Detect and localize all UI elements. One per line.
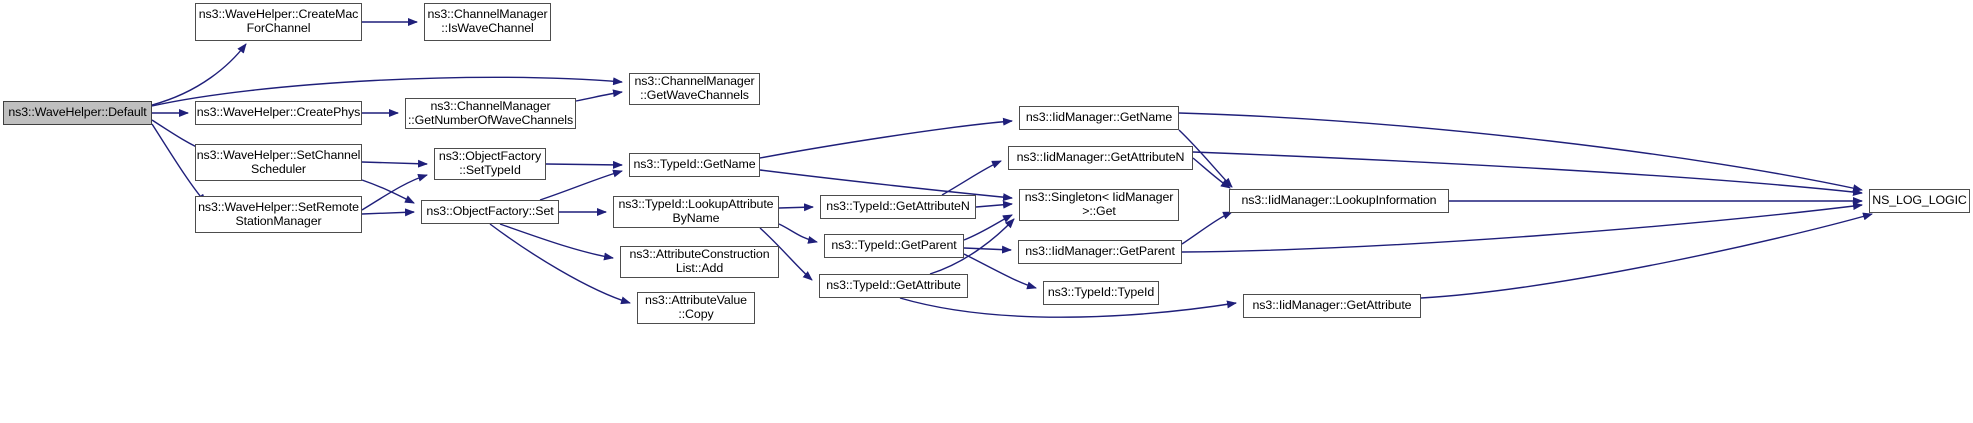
edge-typeidgetparent-to-typeidtypeid [963,253,1037,290]
graph-node-singleton[interactable]: ns3::Singleton< IidManager >::Get [1019,189,1179,221]
edge-getnumwave-to-getwavechan [575,89,623,102]
graph-node-lookupinfo[interactable]: ns3::IidManager::LookupInformation [1229,189,1449,213]
graph-node-label: ns3::ChannelManager ::IsWaveChannel [427,7,548,35]
edge-setremotestation-to-settypeid [361,173,428,211]
graph-node-label: ns3::TypeId::GetName [633,157,756,172]
graph-node-setchannelsched[interactable]: ns3::WaveHelper::SetChannel Scheduler [195,144,362,181]
graph-node-label: ns3::IidManager::GetParent [1025,244,1175,259]
graph-node-getwavechan[interactable]: ns3::ChannelManager ::GetWaveChannels [629,73,760,105]
edge-typeidgetattrn-to-iidgetattrn [941,160,1002,196]
graph-node-label: ns3::ChannelManager ::GetWaveChannels [634,74,755,102]
edge-typeidgetparent-to-singleton [963,214,1013,241]
edge-default-to-createmac [151,43,247,106]
graph-node-createphys[interactable]: ns3::WaveHelper::CreatePhys [195,101,362,125]
graph-node-label: ns3::TypeId::GetAttributeN [826,199,970,214]
graph-node-iidgetparent[interactable]: ns3::IidManager::GetParent [1018,240,1182,264]
graph-node-label: ns3::IidManager::LookupInformation [1241,193,1437,208]
graph-node-label: ns3::IidManager::GetAttributeN [1016,150,1185,165]
graph-node-label: ns3::ObjectFactory::Set [426,204,554,219]
graph-node-typeidtypeid[interactable]: ns3::TypeId::TypeId [1043,281,1159,305]
edge-iidgetparent-to-lookupinfo [1181,211,1233,245]
graph-node-label: ns3::IidManager::GetAttribute [1252,298,1412,313]
edge-typeidgetname-to-singleton [759,169,1013,202]
graph-node-createmac[interactable]: ns3::WaveHelper::CreateMac ForChannel [195,3,362,41]
graph-node-typeidgetname[interactable]: ns3::TypeId::GetName [629,153,760,177]
graph-node-label: ns3::WaveHelper::SetChannel Scheduler [196,147,361,176]
graph-node-typeidgetparent[interactable]: ns3::TypeId::GetParent [824,234,964,258]
edge-iidgetattrn-to-lookupinfo [1192,157,1231,189]
graph-node-label: ns3::TypeId::GetAttribute [826,278,961,293]
graph-node-label: ns3::TypeId::TypeId [1047,285,1155,300]
graph-node-setremotestation[interactable]: ns3::WaveHelper::SetRemote StationManage… [195,196,362,233]
graph-node-objfactoryset[interactable]: ns3::ObjectFactory::Set [421,200,559,224]
graph-node-label: ns3::WaveHelper::SetRemote StationManage… [198,199,359,228]
edge-lookupattrname-to-typeidgetattr [759,227,813,281]
graph-node-label: ns3::TypeId::LookupAttribute ByName [618,197,774,225]
edge-objfactoryset-to-typeidgetname [539,169,623,201]
edge-objfactoryset-to-attrconstlist [499,223,614,261]
edge-iidgetparent-to-nsloglogic [1181,202,1863,253]
graph-node-iidgetattr[interactable]: ns3::IidManager::GetAttribute [1243,294,1421,318]
edge-typeidgetparent-to-iidgetparent [963,245,1012,254]
edge-typeidgetname-to-iidgetname [759,117,1013,159]
graph-node-lookupattrname[interactable]: ns3::TypeId::LookupAttribute ByName [613,196,779,228]
graph-node-iidgetname[interactable]: ns3::IidManager::GetName [1019,106,1179,130]
graph-node-default[interactable]: ns3::WaveHelper::Default [3,101,152,125]
edge-typeidgetattr-to-singleton [929,218,1015,275]
graph-node-label: ns3::Singleton< IidManager >::Get [1024,190,1174,218]
edge-iidgetattrn-to-nsloglogic [1192,151,1863,196]
graph-node-label: NS_LOG_LOGIC [1872,193,1967,208]
graph-node-label: ns3::AttributeValue ::Copy [645,293,747,321]
edge-lookupattrname-to-typeidgetparent [778,223,818,244]
graph-node-settypeid[interactable]: ns3::ObjectFactory ::SetTypeId [434,148,546,180]
edge-objfactoryset-to-attrvaluecopy [489,223,631,305]
graph-node-label: ns3::IidManager::GetName [1025,110,1173,125]
edge-setremotestation-to-objfactoryset [361,208,415,217]
graph-node-label: ns3::AttributeConstruction List::Add [629,247,770,275]
graph-node-nsloglogic[interactable]: NS_LOG_LOGIC [1869,189,1970,213]
graph-node-label: ns3::WaveHelper::CreatePhys [196,105,361,120]
graph-node-label: ns3::ChannelManager ::GetNumberOfWaveCha… [407,98,574,127]
graph-node-label: ns3::ObjectFactory ::SetTypeId [438,149,542,177]
graph-node-attrconstlist[interactable]: ns3::AttributeConstruction List::Add [620,246,779,278]
edge-default-to-getwavechan [151,76,623,107]
graph-node-label: ns3::TypeId::GetParent [831,238,957,253]
graph-node-typeidgetattr[interactable]: ns3::TypeId::GetAttribute [819,274,968,298]
edge-typeidgetattrn-to-singleton [975,200,1013,209]
edge-iidgetname-to-nsloglogic [1178,112,1863,193]
edge-typeidgetattr-to-iidgetattr [899,297,1237,318]
graph-node-label: ns3::WaveHelper::CreateMac ForChannel [198,7,359,35]
graph-node-typeidgetattrn[interactable]: ns3::TypeId::GetAttributeN [820,195,976,219]
edge-iidgetattr-to-nsloglogic [1420,212,1873,299]
edge-settypeid-to-typeidgetname [545,160,623,169]
graph-node-attrvaluecopy[interactable]: ns3::AttributeValue ::Copy [637,292,755,324]
graph-node-label: ns3::WaveHelper::Default [8,105,147,120]
graph-node-iswavechannel[interactable]: ns3::ChannelManager ::IsWaveChannel [424,3,551,41]
graph-node-iidgetattrn[interactable]: ns3::IidManager::GetAttributeN [1008,146,1193,170]
edge-setchannelsched-to-settypeid [361,159,428,168]
graph-node-getnumwave[interactable]: ns3::ChannelManager ::GetNumberOfWaveCha… [405,98,576,129]
edge-lookupattrname-to-typeidgetattrn [778,203,814,212]
